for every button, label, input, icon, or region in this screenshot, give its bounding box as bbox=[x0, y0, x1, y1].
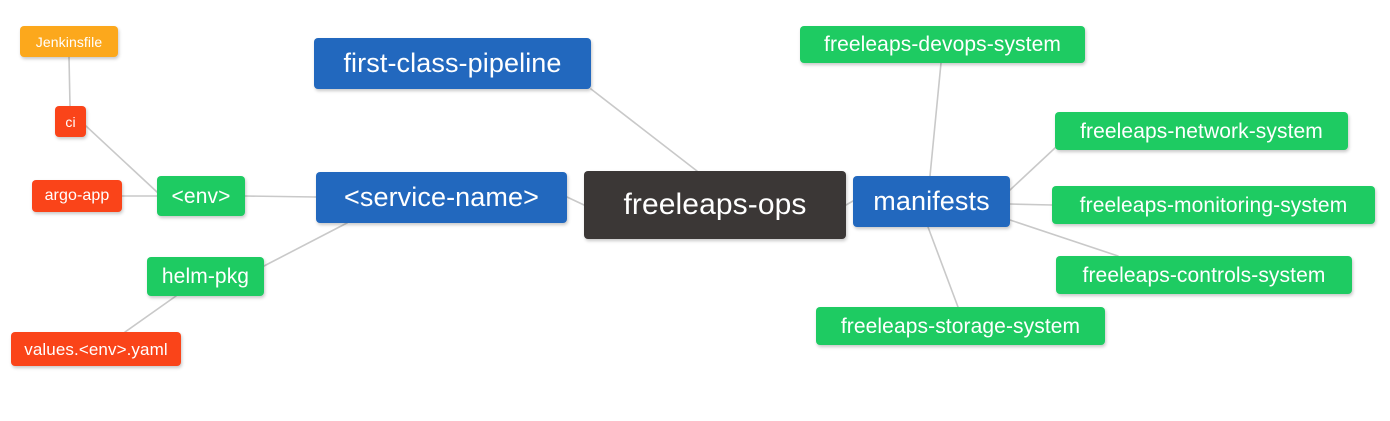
node-freeleaps-monitoring-system[interactable]: freeleaps-monitoring-system bbox=[1052, 186, 1375, 224]
node-label-jenkinsfile: Jenkinsfile bbox=[35, 33, 103, 50]
node-label-freeleaps-devops-system: freeleaps-devops-system bbox=[824, 33, 1061, 56]
edge-manifests-to-freeleaps-monitoring-system bbox=[1009, 203, 1053, 206]
node-jenkinsfile[interactable]: Jenkinsfile bbox=[20, 26, 118, 57]
node-freeleaps-controls-system[interactable]: freeleaps-controls-system bbox=[1056, 256, 1352, 294]
node-manifests[interactable]: manifests bbox=[853, 176, 1010, 227]
node-label-freeleaps-network-system: freeleaps-network-system bbox=[1080, 119, 1323, 143]
node-label-freeleaps-storage-system: freeleaps-storage-system bbox=[840, 314, 1081, 338]
edge-service-name-to-helm-pkg bbox=[263, 222, 348, 267]
node-label-helm-pkg: helm-pkg bbox=[161, 265, 250, 288]
node-label-manifests: manifests bbox=[873, 186, 990, 216]
edge-manifests-to-freeleaps-storage-system bbox=[927, 226, 959, 308]
edge-manifests-to-freeleaps-network-system bbox=[1009, 147, 1056, 191]
edge-manifests-to-freeleaps-devops-system bbox=[929, 62, 942, 177]
edge-service-name-to-env bbox=[244, 195, 317, 198]
node-label-values-env-yaml: values.<env>.yaml bbox=[24, 339, 168, 359]
edge-manifests-to-freeleaps-controls-system bbox=[1009, 219, 1119, 257]
node-ci[interactable]: ci bbox=[55, 106, 86, 137]
node-helm-pkg[interactable]: helm-pkg bbox=[147, 257, 264, 296]
node-label-first-class-pipeline: first-class-pipeline bbox=[343, 48, 562, 78]
node-values-env-yaml[interactable]: values.<env>.yaml bbox=[11, 332, 181, 366]
node-label-freeleaps-ops: freeleaps-ops bbox=[623, 188, 807, 221]
node-label-freeleaps-controls-system: freeleaps-controls-system bbox=[1082, 263, 1326, 287]
node-freeleaps-network-system[interactable]: freeleaps-network-system bbox=[1055, 112, 1348, 150]
node-label-env: <env> bbox=[171, 184, 231, 208]
node-label-service-name: <service-name> bbox=[344, 182, 539, 212]
node-freeleaps-storage-system[interactable]: freeleaps-storage-system bbox=[816, 307, 1105, 345]
node-freeleaps-ops[interactable]: freeleaps-ops bbox=[584, 171, 846, 239]
node-argo-app[interactable]: argo-app bbox=[32, 180, 122, 212]
node-label-freeleaps-monitoring-system: freeleaps-monitoring-system bbox=[1079, 193, 1348, 217]
node-label-argo-app: argo-app bbox=[44, 187, 110, 204]
node-label-ci: ci bbox=[65, 113, 76, 130]
node-service-name[interactable]: <service-name> bbox=[316, 172, 567, 223]
node-freeleaps-devops-system[interactable]: freeleaps-devops-system bbox=[800, 26, 1085, 63]
node-first-class-pipeline[interactable]: first-class-pipeline bbox=[314, 38, 591, 89]
edge-freeleaps-ops-to-service-name bbox=[566, 196, 585, 206]
edge-helm-pkg-to-values-env-yaml bbox=[124, 295, 177, 333]
edge-ci-to-jenkinsfile bbox=[68, 56, 71, 107]
edge-freeleaps-ops-to-manifests bbox=[845, 200, 854, 206]
node-env[interactable]: <env> bbox=[157, 176, 245, 216]
edge-freeleaps-ops-to-first-class-pipeline bbox=[590, 88, 698, 172]
